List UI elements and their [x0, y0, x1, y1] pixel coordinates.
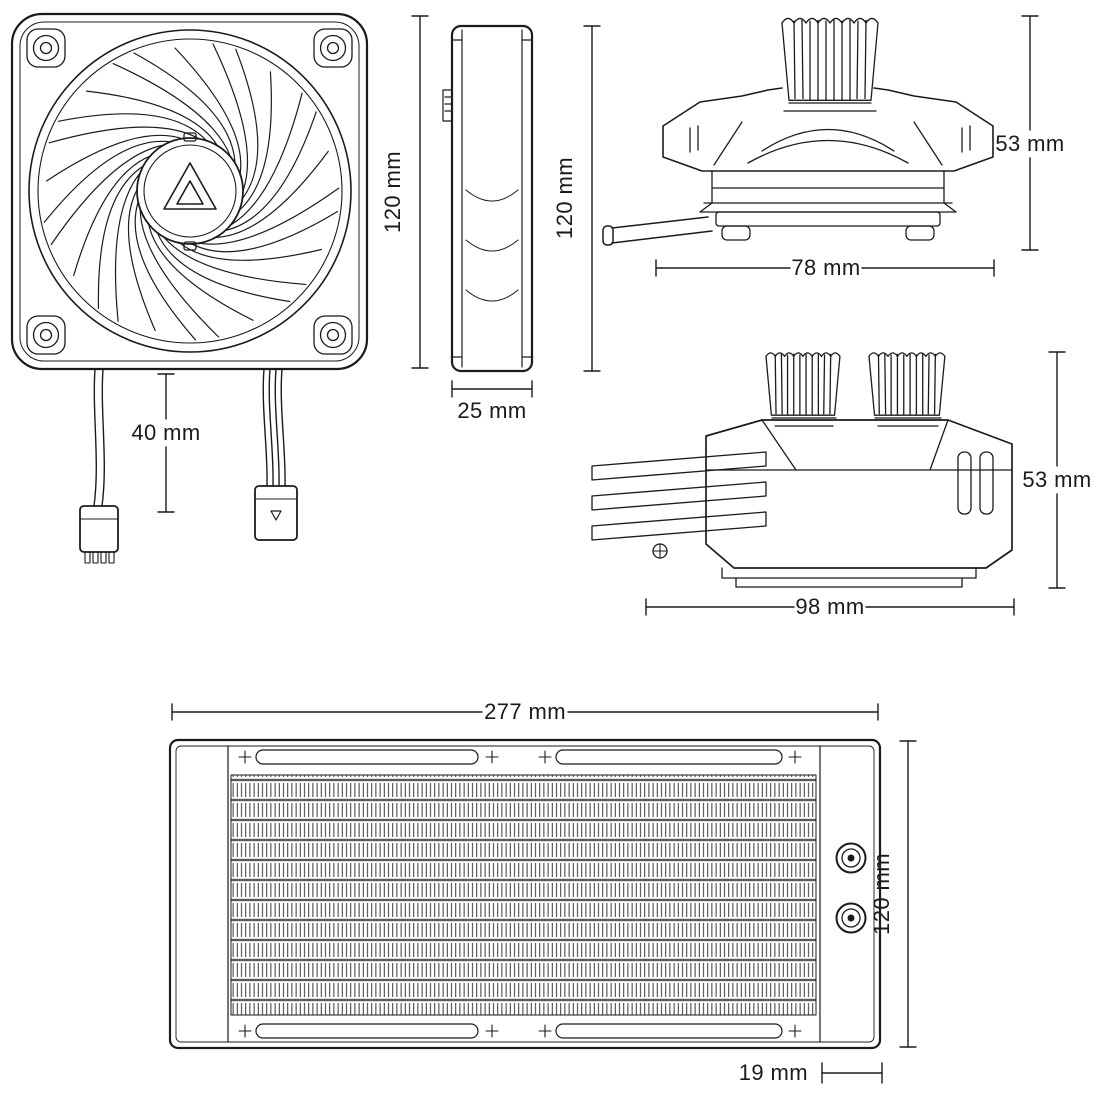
radiator-top-mount-slots — [238, 749, 802, 765]
pump-tube — [602, 216, 713, 246]
pump-side-view — [591, 352, 1013, 588]
fan-frame-outline — [10, 12, 369, 371]
dim-label-radiator-width: 120 mm — [869, 853, 894, 935]
fan-hub — [136, 132, 244, 251]
dim-radiator-width: 120 mm — [869, 740, 917, 1048]
dim-radiator-length: 277 mm — [171, 699, 879, 724]
dim-radiator-port-offset: 19 mm — [739, 1060, 883, 1085]
radiator-outline — [168, 738, 882, 1050]
pump-shroud-outline — [662, 87, 994, 172]
dim-label-pump-front-width: 78 mm — [791, 255, 860, 280]
fan-rim-inner — [37, 38, 343, 344]
pump-housing-outline — [705, 419, 1013, 569]
fan-frame-inner — [19, 21, 360, 362]
radiator-fin-core — [230, 774, 817, 1016]
radiator-view — [168, 738, 882, 1050]
pump-bracket-fins — [591, 451, 767, 559]
radiator-bottom-mount-slots — [238, 1023, 802, 1039]
dim-label-fan-side-depth: 25 mm — [457, 398, 526, 423]
dim-label-pump-side-length: 98 mm — [795, 594, 864, 619]
fan-blades — [33, 40, 346, 350]
dim-pump-side-height: 53 mm — [1022, 351, 1091, 589]
dim-label-pump-side-height: 53 mm — [1022, 467, 1091, 492]
pump-front-view — [602, 17, 994, 246]
dim-label-pump-front-height: 53 mm — [995, 131, 1064, 156]
radiator-port-bottom — [835, 902, 867, 934]
fan-side-cable-clip — [442, 89, 453, 122]
dim-fan-cable-length: 40 mm — [131, 373, 200, 513]
dim-pump-front-height: 53 mm — [995, 15, 1064, 251]
pump-fitting-knurl-left — [765, 352, 841, 416]
fan-cables — [79, 368, 298, 564]
fan-rim-outer — [28, 29, 352, 353]
dim-label-fan-side-height: 120 mm — [552, 157, 577, 239]
pump-coldplate — [721, 567, 977, 588]
fan-side-outline — [450, 24, 534, 373]
pump-ribbon-connector — [254, 485, 298, 541]
pump-cap-knurl — [781, 17, 879, 101]
dim-pump-side-length: 98 mm — [645, 594, 1015, 619]
dim-label-fan-front-height: 120 mm — [380, 151, 405, 233]
radiator-port-top — [835, 842, 867, 874]
dim-label-radiator-length: 277 mm — [484, 699, 566, 724]
dim-pump-front-width: 78 mm — [655, 255, 995, 280]
dim-fan-side-height: 120 mm — [552, 25, 601, 372]
fan-4pin-connector — [79, 505, 119, 564]
dim-label-radiator-port-offset: 19 mm — [739, 1060, 808, 1085]
fan-side-view — [442, 24, 534, 373]
pump-fitting-knurl-right — [868, 352, 946, 416]
arctic-logo-icon — [163, 162, 217, 210]
pump-base — [699, 170, 957, 241]
fan-front-view — [10, 12, 369, 371]
dim-fan-side-depth: 25 mm — [451, 380, 533, 423]
dim-fan-front-height: 120 mm — [380, 15, 429, 369]
dim-label-fan-cable-length: 40 mm — [131, 420, 200, 445]
dimensions: 120 mm 40 mm 120 mm 25 mm 53 mm — [131, 15, 1091, 1085]
